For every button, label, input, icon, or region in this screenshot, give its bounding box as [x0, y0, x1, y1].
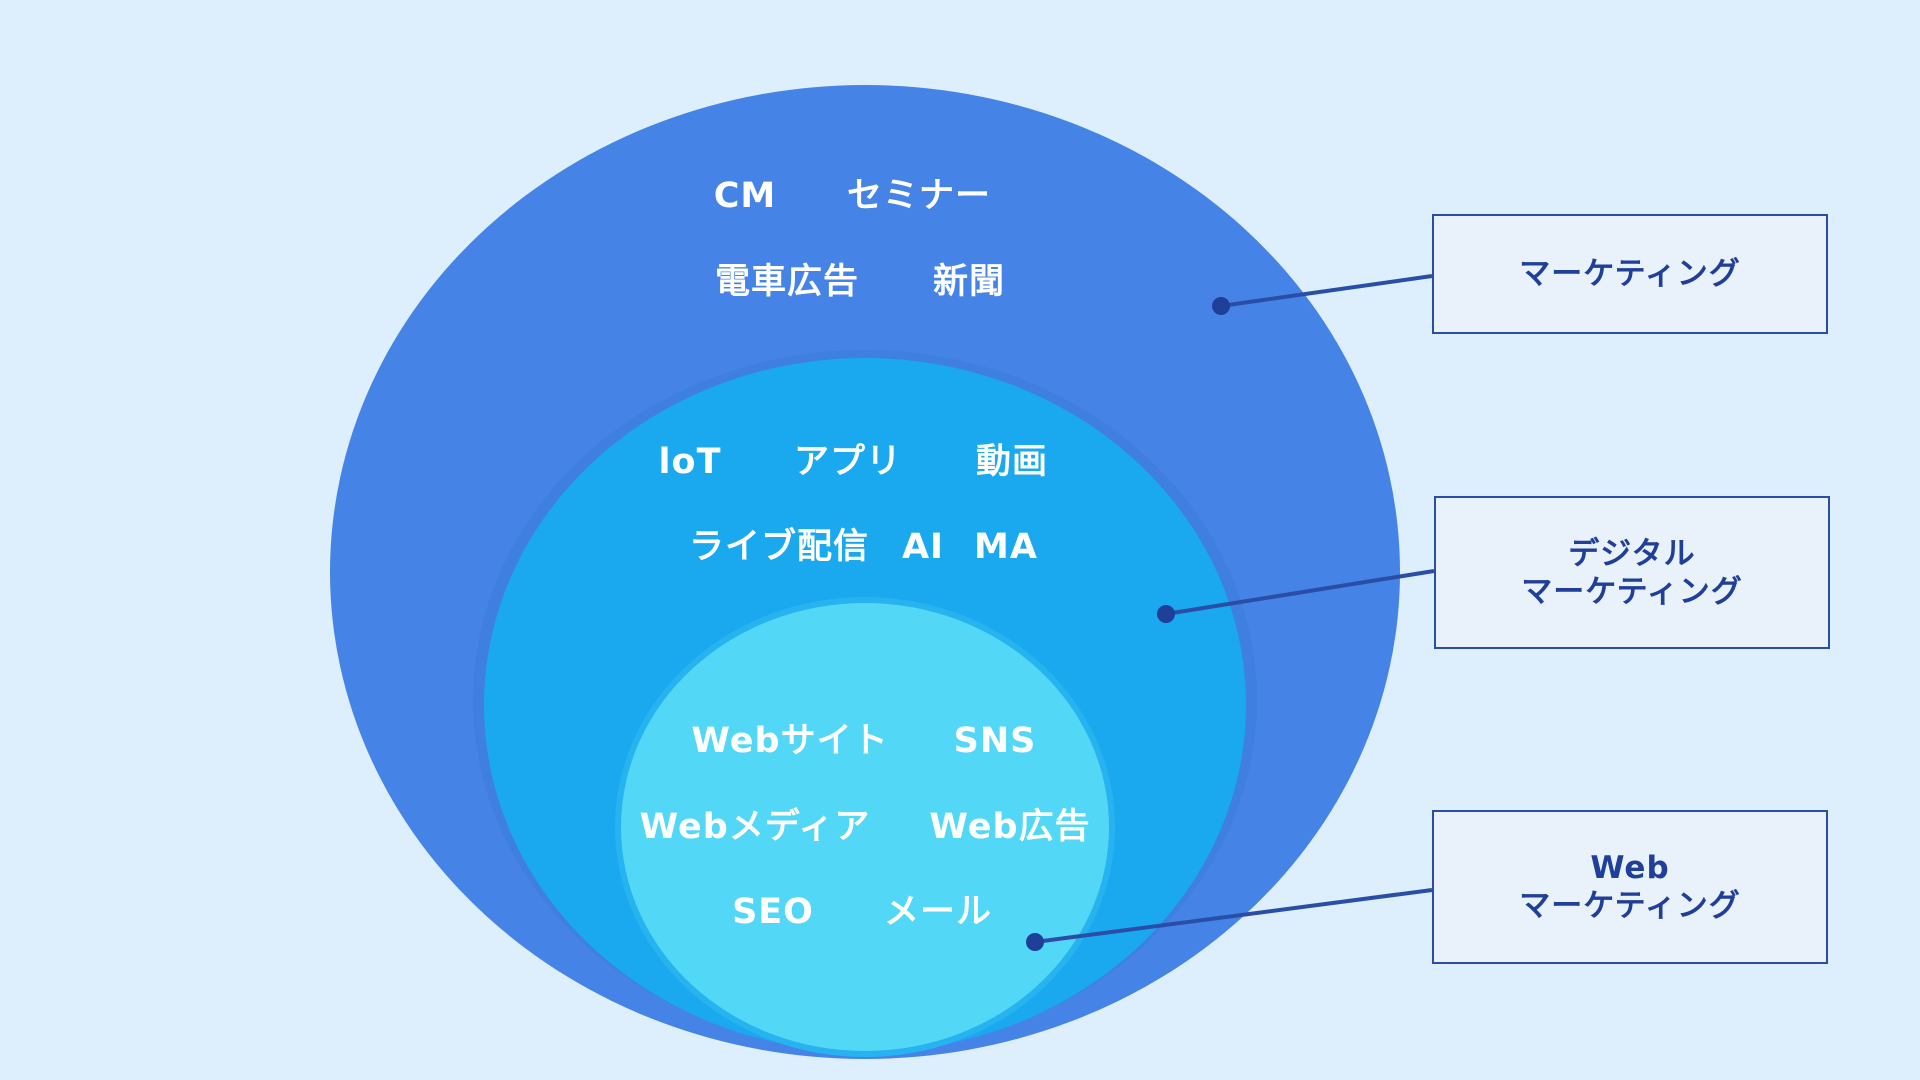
label-digital-marketing-line2: マーケティング — [1521, 573, 1743, 610]
term-ai: AI — [901, 527, 945, 567]
label-box-web-marketing: Web マーケティング — [1432, 810, 1828, 964]
term-web-ad: Web広告 — [929, 807, 1091, 847]
label-marketing-line1: マーケティング — [1519, 256, 1741, 292]
term-app: アプリ — [793, 442, 903, 482]
connector-dot-digital — [1157, 605, 1175, 623]
term-ma: MA — [974, 527, 1038, 567]
connector-marketing — [1220, 274, 1433, 308]
connector-digital — [1165, 569, 1435, 616]
term-live-streaming: ライブ配信 — [688, 527, 870, 567]
label-web-marketing: Web マーケティング — [1519, 849, 1741, 925]
connector-dot-web — [1026, 933, 1044, 951]
label-web-marketing-line1: Web — [1590, 850, 1670, 886]
term-seo: SEO — [732, 892, 814, 932]
connector-web — [1034, 888, 1433, 944]
label-marketing: マーケティング — [1519, 255, 1741, 293]
connector-dot-marketing — [1212, 297, 1230, 315]
label-web-marketing-line2: マーケティング — [1519, 888, 1741, 924]
label-box-digital-marketing: デジタル マーケティング — [1434, 496, 1830, 649]
term-newspaper: 新聞 — [932, 262, 1006, 302]
term-website: Webサイト — [691, 721, 889, 761]
term-mail: メール — [883, 892, 993, 932]
term-video: 動画 — [975, 442, 1049, 482]
term-cm: CM — [713, 176, 777, 216]
term-train-ad: 電車広告 — [714, 262, 860, 302]
label-digital-marketing-line1: デジタル — [1568, 535, 1696, 572]
label-box-marketing: マーケティング — [1432, 214, 1828, 334]
term-seminar: セミナー — [846, 176, 992, 216]
web-marketing-ellipse — [621, 603, 1109, 1051]
term-web-media: Webメディア — [639, 807, 871, 847]
label-digital-marketing: デジタル マーケティング — [1521, 535, 1743, 611]
term-iot: loT — [658, 442, 722, 482]
term-sns: SNS — [953, 721, 1037, 761]
